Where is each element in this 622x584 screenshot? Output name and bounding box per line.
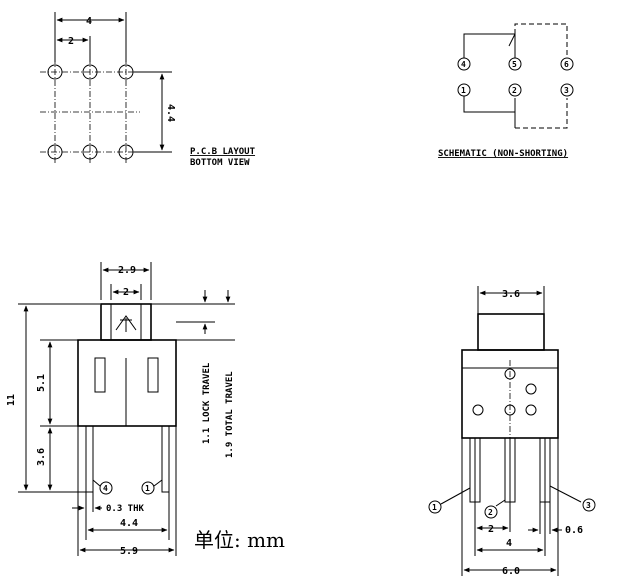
side-dim-top-inner: 2 xyxy=(123,287,129,298)
side-pin-1: 1 xyxy=(141,479,163,495)
side-view: 2.9 2 11 5.1 3.6 1 xyxy=(6,262,235,557)
svg-text:6: 6 xyxy=(564,60,569,69)
front-hole xyxy=(525,383,537,395)
pcb-layout: 4 2 4.4 P.C.B LAYOUT BOTTOM VIEW xyxy=(40,12,256,168)
side-dim-base: 5.9 xyxy=(120,546,138,557)
schematic-pin-1: 1 xyxy=(457,83,471,97)
schematic: 4 5 6 1 2 3 SCHEMATIC (NON-SHORTING) xyxy=(438,23,574,159)
pcb-dim-height: 4.4 xyxy=(165,104,176,122)
front-dim-pin-width: 0.6 xyxy=(565,525,583,536)
svg-text:2: 2 xyxy=(512,86,517,95)
side-dim-total-height: 11 xyxy=(6,394,17,406)
svg-text:4: 4 xyxy=(461,60,466,69)
side-pin-4: 4 xyxy=(92,479,113,495)
pcb-dim-pitch: 2 xyxy=(68,36,74,47)
svg-text:1: 1 xyxy=(461,86,466,95)
front-dim-pin-pitch: 2 xyxy=(488,524,494,535)
side-dim-pin-span: 4.4 xyxy=(120,518,138,529)
front-pin-2: 2 xyxy=(484,499,506,519)
svg-text:3: 3 xyxy=(564,86,569,95)
pcb-title: P.C.B LAYOUT xyxy=(190,147,256,157)
schematic-pin-3: 3 xyxy=(560,83,574,97)
pcb-pad xyxy=(82,64,98,80)
front-dim-stem: 3.6 xyxy=(502,289,520,300)
svg-text:3: 3 xyxy=(586,501,591,510)
pcb-pad xyxy=(47,64,63,80)
front-dim-pin-span: 4 xyxy=(506,538,512,549)
front-pin-1: 1 xyxy=(428,487,471,514)
pcb-dim-width: 4 xyxy=(86,16,92,27)
schematic-pin-6: 6 xyxy=(560,57,574,71)
pcb-pad xyxy=(82,144,98,160)
pcb-subtitle: BOTTOM VIEW xyxy=(190,158,250,168)
schematic-pin-5: 5 xyxy=(508,57,522,71)
unit-label: 单位: mm xyxy=(194,528,285,552)
pcb-pad xyxy=(118,144,134,160)
svg-text:1: 1 xyxy=(432,503,437,512)
front-hole xyxy=(525,404,537,416)
svg-text:1: 1 xyxy=(145,484,150,493)
svg-text:4: 4 xyxy=(103,484,108,493)
side-dim-top-outer: 2.9 xyxy=(118,265,136,276)
svg-text:5: 5 xyxy=(512,60,517,69)
side-dim-leg: 3.6 xyxy=(36,448,47,466)
side-lock-travel: 1.1 LOCK TRAVEL xyxy=(202,362,212,444)
front-view: 3.6 1 2 3 xyxy=(428,286,596,577)
schematic-pin-4: 4 xyxy=(457,57,471,71)
side-thickness: 0.3 THK xyxy=(106,504,145,514)
front-pin-3: 3 xyxy=(549,485,596,512)
front-hole xyxy=(472,404,484,416)
pcb-pad xyxy=(47,144,63,160)
schematic-title: SCHEMATIC (NON-SHORTING) xyxy=(438,149,568,159)
svg-text:2: 2 xyxy=(488,508,493,517)
front-dim-base: 6.0 xyxy=(502,566,520,577)
side-total-travel: 1.9 TOTAL TRAVEL xyxy=(225,371,235,458)
side-dim-body: 5.1 xyxy=(36,374,47,392)
pcb-pad xyxy=(118,64,134,80)
schematic-pin-2: 2 xyxy=(508,83,522,97)
